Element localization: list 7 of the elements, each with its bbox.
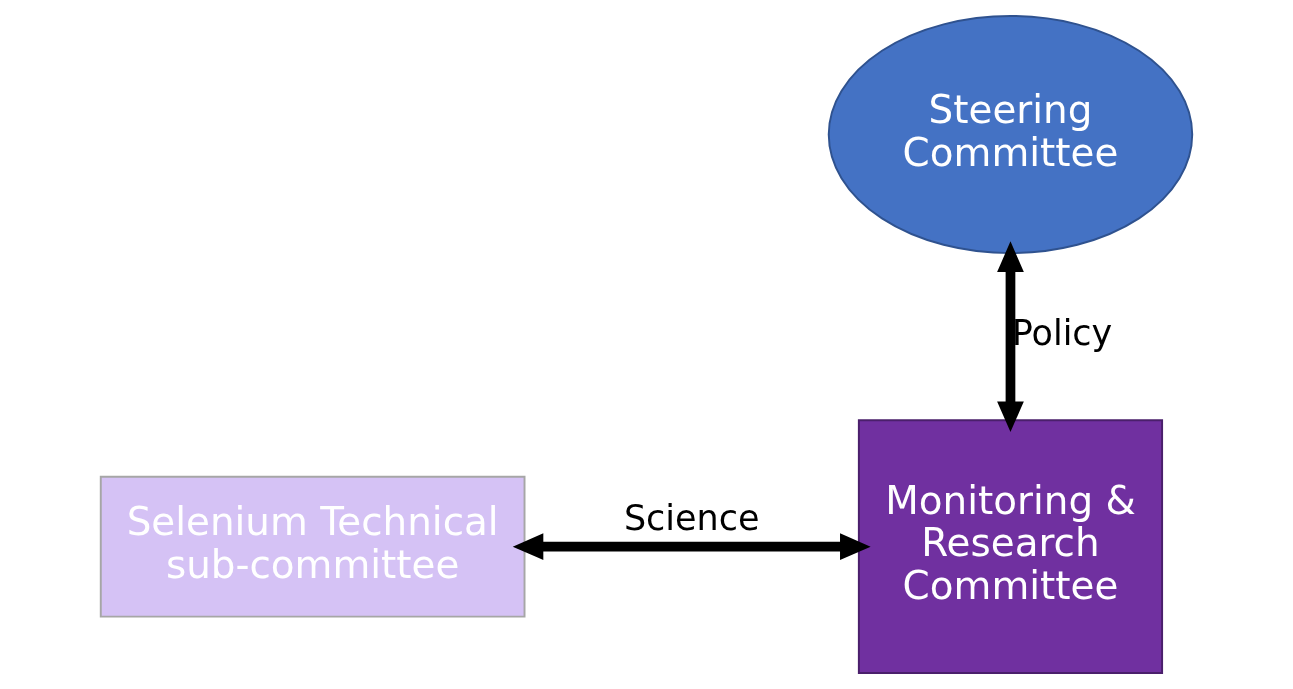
node-box: Selenium Technical sub-committee bbox=[99, 475, 526, 618]
arrow bbox=[512, 533, 871, 561]
node-box: Monitoring & Research Committee bbox=[857, 419, 1164, 674]
edge-label: Policy bbox=[1011, 313, 1113, 354]
arrow bbox=[997, 241, 1024, 432]
edge-label: Science bbox=[623, 497, 760, 538]
node-ellipse: Steering Committee bbox=[827, 15, 1194, 255]
